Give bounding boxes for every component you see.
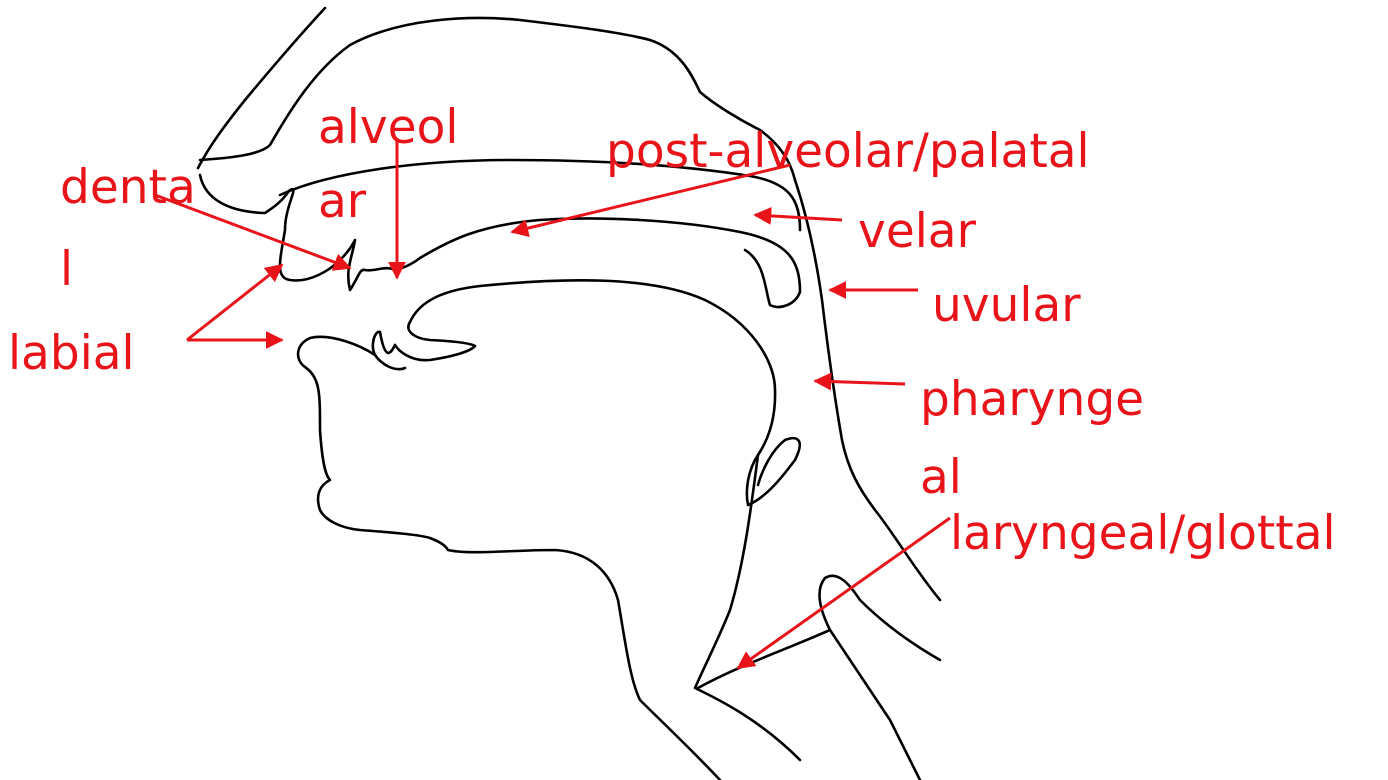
label-velar: velar bbox=[858, 204, 976, 260]
trachea-back bbox=[830, 630, 920, 780]
label-alveolar-line1: alveol bbox=[318, 100, 458, 156]
label-labial: labial bbox=[8, 326, 135, 382]
lower-lip-and-chin bbox=[298, 337, 720, 780]
tongue bbox=[410, 280, 775, 455]
pharyngeal-arrow bbox=[815, 381, 905, 384]
upper-teeth-ridge bbox=[340, 219, 800, 307]
label-post-alveolar-palatal: post-alveolar/palatal bbox=[606, 124, 1090, 180]
pointer-arrows bbox=[155, 138, 950, 668]
labial-arrow-upper bbox=[187, 265, 282, 340]
label-laryngeal-glottal: laryngeal/glottal bbox=[950, 506, 1336, 562]
label-pharyngeal-line1: pharynge bbox=[920, 372, 1144, 428]
label-uvular: uvular bbox=[932, 278, 1081, 334]
label-dental-line1: denta bbox=[60, 160, 196, 216]
tongue-tip bbox=[395, 322, 475, 360]
label-dental-line2: l bbox=[60, 242, 73, 298]
label-alveolar-line2: ar bbox=[318, 174, 366, 230]
label-pharyngeal-line2: al bbox=[920, 450, 962, 506]
